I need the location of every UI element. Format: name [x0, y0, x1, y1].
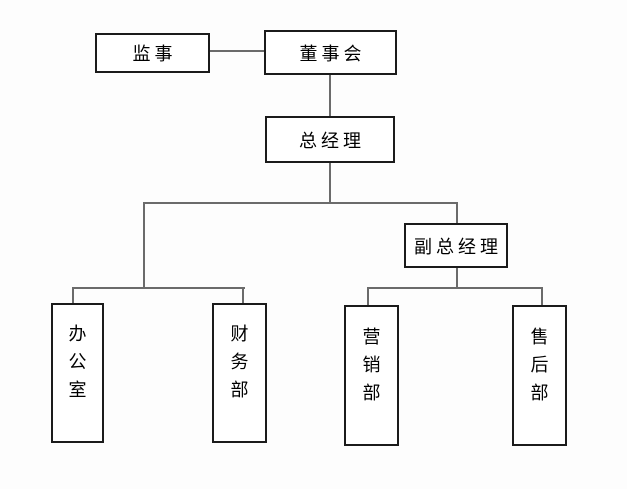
connector-stub-caiwubu [242, 287, 244, 304]
connector-zongjingli-drop [329, 163, 331, 204]
node-finance-dept-label: 财务部 [230, 324, 249, 400]
node-office: 办公室 [51, 303, 104, 443]
node-after-sales-dept-label: 售后部 [530, 326, 549, 403]
node-board-of-directors-label: 董事会 [299, 43, 366, 64]
node-finance-dept: 财务部 [212, 303, 267, 443]
node-general-manager: 总经理 [265, 116, 395, 163]
node-marketing-dept: 营销部 [344, 305, 399, 446]
node-supervisor-label: 监事 [132, 44, 177, 64]
connector-left-branch-drop [143, 202, 145, 289]
node-supervisor: 监事 [95, 33, 210, 73]
connector-dongshihui-zongjingli [329, 75, 331, 116]
connector-right-bracket [367, 287, 543, 289]
connector-top-split [144, 202, 458, 204]
connector-left-bracket [73, 287, 245, 289]
node-deputy-general-manager-label: 副总经理 [414, 236, 502, 257]
node-marketing-dept-label: 营销部 [362, 326, 381, 403]
node-after-sales-dept: 售后部 [512, 305, 567, 446]
connector-stub-yingxiaobu [367, 287, 369, 306]
connector-fuzongjingli-drop [456, 268, 458, 289]
node-board-of-directors: 董事会 [264, 30, 397, 75]
node-general-manager-label: 总经理 [299, 130, 365, 151]
connector-stub-bangongshi [72, 287, 74, 304]
node-deputy-general-manager: 副总经理 [404, 223, 508, 268]
connector-jianshi-dongshihui [210, 50, 264, 52]
connector-right-branch-drop [456, 202, 458, 224]
node-office-label: 办公室 [68, 324, 87, 400]
connector-stub-shouhoubu [541, 287, 543, 306]
